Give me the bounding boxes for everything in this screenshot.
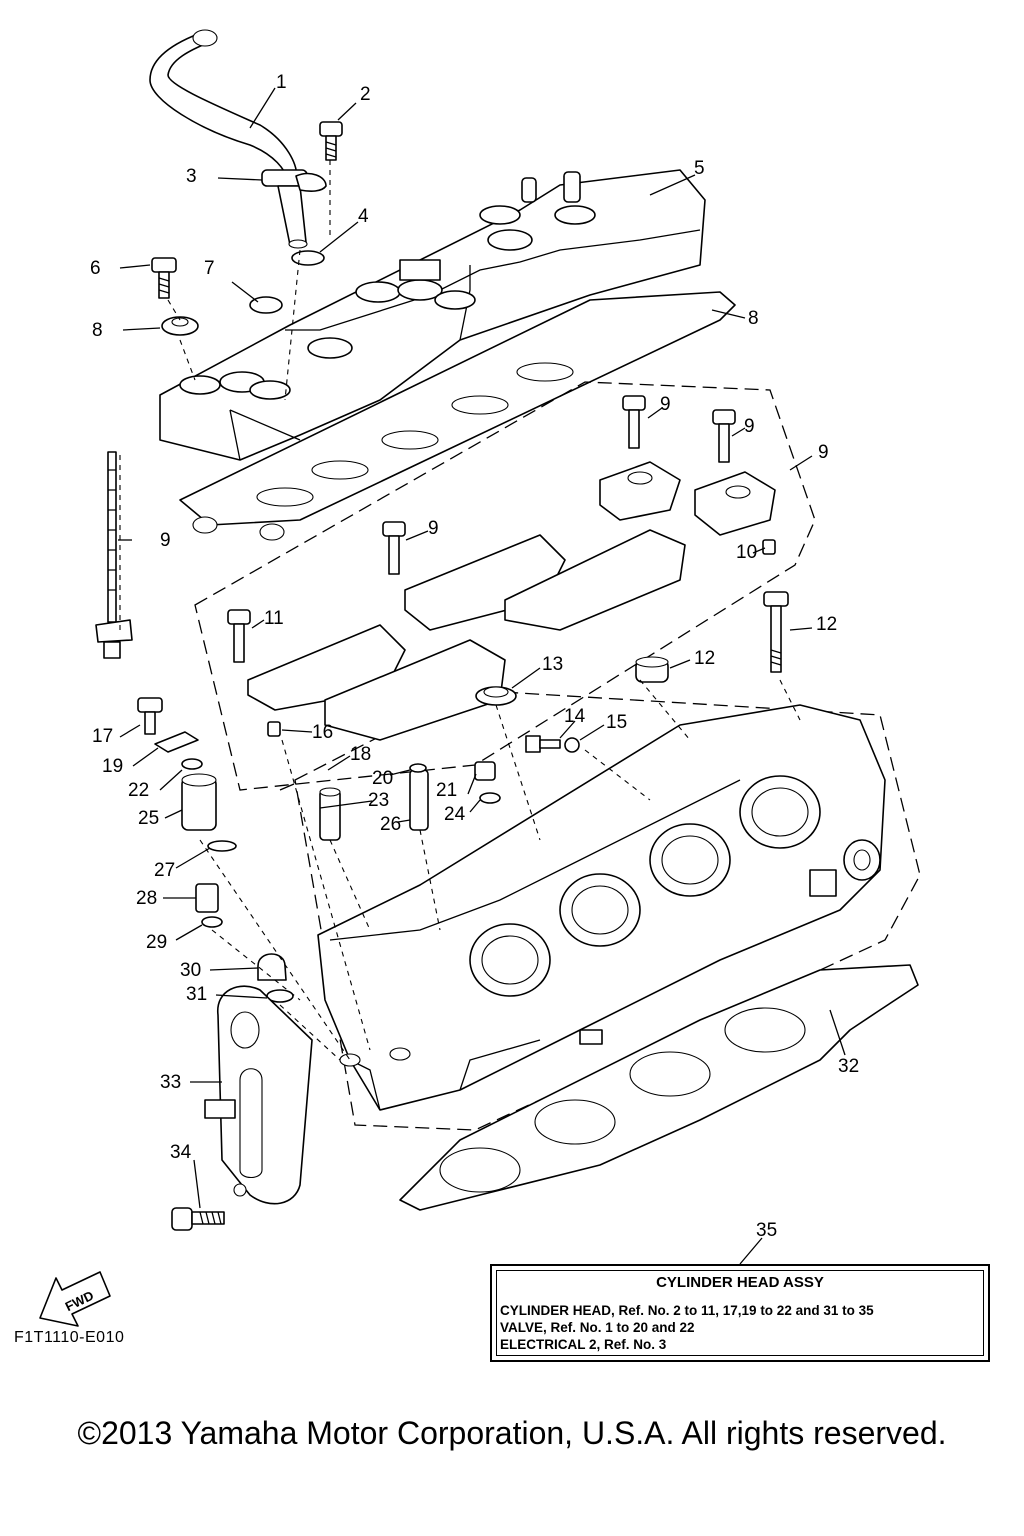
callout-32: 22 [128,780,149,801]
head-bolt [763,591,789,673]
callout-5: 20 [372,768,393,789]
bolt-9 [227,395,736,663]
callout-2: 9 [818,442,829,463]
assembly-line: VALVE, Ref. No. 1 to 20 and 22 [500,1320,695,1335]
oring-28 [291,250,325,266]
clamp [295,172,327,192]
bolt-35 [137,697,163,735]
assembly-info-box: CYLINDER HEAD ASSY CYLINDER HEAD, Ref. N… [490,1264,990,1362]
bolt-29 [319,121,343,161]
valve-guide-tall [409,769,429,831]
washer-11 [564,737,580,753]
callout-20: 6 [90,258,101,279]
callout-8b: 16 [312,722,333,743]
callout-4: 23 [368,790,389,811]
callout-3: 26 [380,814,401,835]
circlip [279,763,427,791]
callout-9a: 9 [660,394,671,415]
callout-25: 33 [160,1072,181,1093]
cylinder-head [317,704,886,1111]
dowel-pin-8 [267,539,776,737]
callout-28: 4 [358,206,369,227]
fwd-arrow-icon: FWD [39,1271,111,1327]
callout-30: 3 [186,166,197,187]
bolt-26 [171,1207,225,1231]
oring-34 [207,840,237,852]
oil-seal-7 [475,686,517,706]
callout-34: 27 [154,860,175,881]
callout-16: 30 [180,960,201,981]
bracket [204,985,313,1205]
callout-7: 13 [542,654,563,675]
callout-21: 8 [92,320,103,341]
diagram-code: F1T1110-E010 [14,1329,125,1346]
callout-31: 25 [138,808,159,829]
breather-hose [149,29,308,249]
callout-1: 35 [756,1220,777,1241]
cover-gasket [179,291,736,541]
callout-36: 7 [204,258,215,279]
callout-17: 5 [694,158,705,179]
damper-21 [161,316,199,336]
camshaft-cap-boundary [194,381,816,791]
callout-23: 12 [816,614,837,635]
callout-33: 19 [102,756,123,777]
grommet-36 [249,296,283,314]
callout-13: 31 [186,984,207,1005]
head-gasket [399,964,919,1211]
washer-32 [181,758,203,770]
plate-33 [154,731,199,753]
copyright-notice: ©2013 Yamaha Motor Corporation, U.S.A. A… [77,1415,947,1451]
callout-24: 9 [160,530,171,551]
callout-9d: 11 [264,608,284,629]
callout-15: 21 [436,780,457,801]
assembly-info-inner-border [496,1270,984,1356]
assembly-line: CYLINDER HEAD, Ref. No. 2 to 11, 17,19 t… [500,1303,874,1318]
callout-27: 1 [276,72,287,93]
callout-11: 15 [606,712,627,733]
callout-19: 8 [748,308,759,329]
callout-35: 17 [92,726,113,747]
head-boundary [294,689,921,1131]
assembly-lines: CYLINDER HEAD, Ref. No. 2 to 11, 17,19 t… [500,1302,874,1353]
plug-cap [635,656,669,683]
callout-22: 32 [838,1056,859,1077]
callout-29: 2 [360,84,371,105]
callout-9b: 9 [744,416,755,437]
callout-26: 34 [170,1142,192,1163]
callout-14: 28 [136,888,157,909]
nut-14 [195,883,219,913]
cap-nut-16 [257,953,287,981]
callout-12b: 29 [146,932,167,953]
guide-dotted-lines [119,160,801,1061]
washer-12 [201,792,501,928]
callout-10: 14 [564,706,586,727]
callout-9c: 9 [428,518,439,539]
cable-band [95,451,133,659]
assembly-line: ELECTRICAL 2, Ref. No. 3 [500,1337,667,1352]
leader-lines [118,87,846,1265]
callout-6: 18 [350,744,371,765]
callout-labels: 1 2 3 4 5 6 7 8 8 9 9 9 9 9 10 11 12 12 … [90,72,859,1241]
callout-12a: 24 [444,804,466,825]
assembly-title: CYLINDER HEAD ASSY [656,1274,824,1291]
valve-guide [319,787,341,841]
callout-8a: 10 [736,542,757,563]
bolt-20 [151,257,177,299]
nut-15 [474,761,496,781]
bolt-10 [525,735,561,753]
cylinder-head-cover [159,169,706,461]
callout-18: 12 [694,648,715,669]
cylinder-31 [181,773,217,831]
